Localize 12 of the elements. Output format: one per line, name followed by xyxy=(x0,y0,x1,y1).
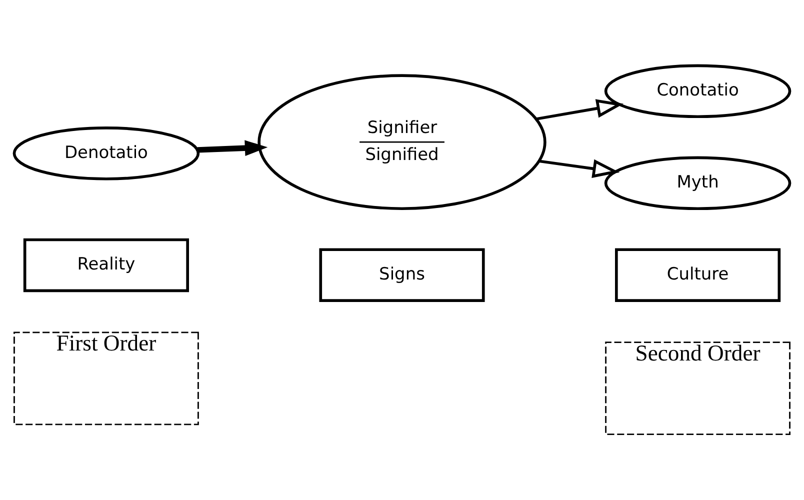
arrow xyxy=(197,140,268,156)
node-box: Reality xyxy=(23,238,189,292)
node-ellipse: Myth xyxy=(604,156,792,210)
node-box: Signs xyxy=(319,248,485,302)
node-ellipse: Conotatio xyxy=(604,64,792,118)
node-box: Culture xyxy=(615,248,781,302)
node-ellipse: Denotatio xyxy=(12,126,200,180)
arrow xyxy=(536,99,624,120)
node-box: First Order xyxy=(14,332,199,426)
arrow xyxy=(538,159,620,178)
node-ellipse: Signifier Signified xyxy=(258,74,546,210)
node-box: Second Order xyxy=(605,342,790,436)
